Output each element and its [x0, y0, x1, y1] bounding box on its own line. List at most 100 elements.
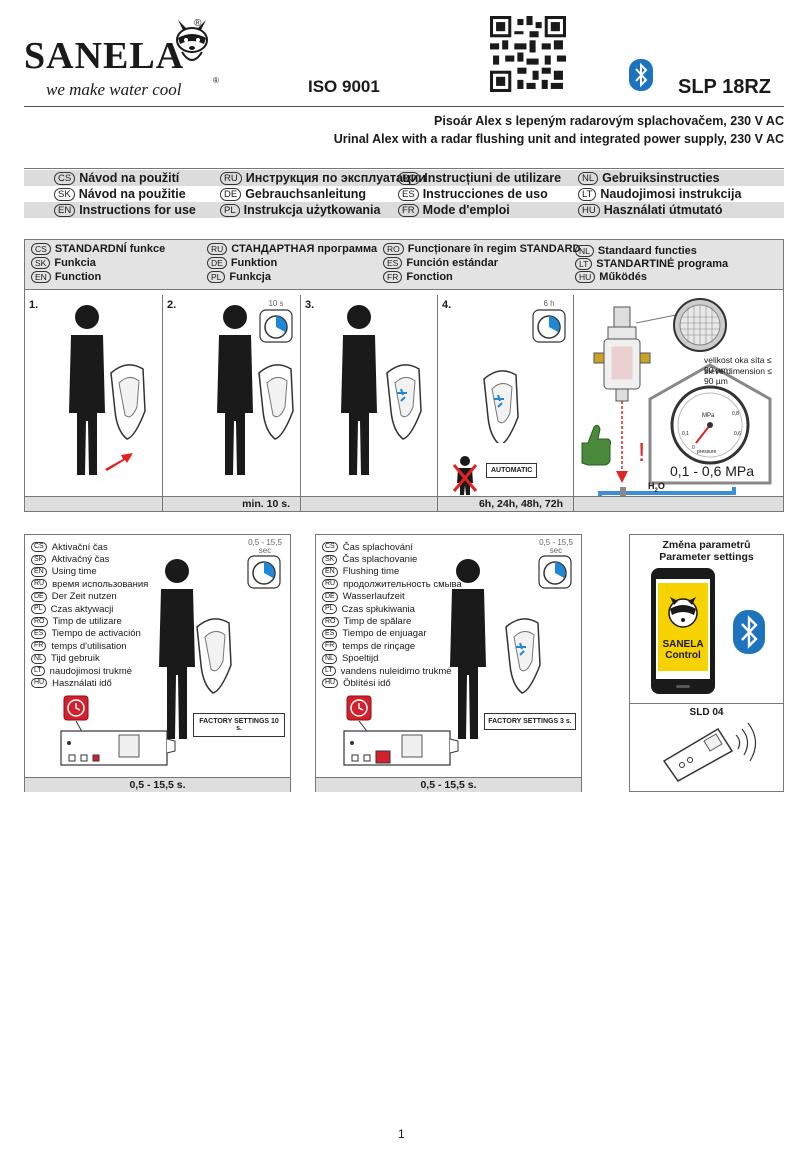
- person-approaching-icon: [69, 305, 146, 475]
- gauge-label: pressure: [697, 449, 717, 455]
- step-3: 3.: [301, 295, 438, 500]
- bluetooth-icon: [733, 610, 765, 654]
- product-title-cs: Pisoár Alex s lepeným radarovým splachov…: [434, 114, 784, 128]
- remote-control-icon[interactable]: [658, 721, 768, 783]
- water-supply-section: velikost oka síta ≤ 90 µm sieve dimensio…: [574, 295, 783, 500]
- sld-device-label: SLD 04: [689, 707, 724, 718]
- timer-icon: [538, 555, 572, 589]
- parameter-settings-panel: Změna parametrů Parameter settings SANEL…: [629, 534, 784, 792]
- registered-mark: ®: [213, 76, 219, 85]
- warning-mark: !: [638, 437, 646, 467]
- timer-label: 10 s: [268, 299, 284, 308]
- parameter-title-en: Parameter settings: [659, 551, 754, 563]
- timer-icon: [532, 309, 566, 343]
- timer-label: 0,5 - 15,5 sec: [248, 538, 282, 555]
- factory-settings-label: FACTORY SETTINGS 3 s.: [484, 713, 576, 730]
- timer-label: 6 h: [543, 299, 555, 308]
- raccoon-mascot-icon: [176, 20, 208, 61]
- qr-code-icon[interactable]: [490, 16, 566, 92]
- flushing-footer: 0,5 - 15,5 s.: [316, 777, 581, 792]
- parameter-divider: [630, 703, 783, 704]
- page-number: 1: [398, 1127, 405, 1141]
- gauge-tick: 0,8: [732, 411, 739, 417]
- smartphone-icon[interactable]: [650, 567, 716, 695]
- gauge-unit: MPa: [702, 413, 715, 419]
- gauge-tick: 0,1: [682, 431, 689, 437]
- brand-slogan: we make water cool: [46, 80, 182, 99]
- step-4: 4. 6 h AUTOMATIC: [438, 295, 574, 500]
- timer-icon: [259, 309, 293, 343]
- product-title-en: Urinal Alex with a radar flushing unit a…: [333, 132, 784, 146]
- step-number: 3.: [305, 299, 315, 311]
- gauge-tick: 0: [692, 445, 695, 451]
- person-and-flushing-urinal-icon: [450, 559, 541, 739]
- clock-button-icon: [346, 695, 372, 721]
- automatic-label: AUTOMATIC: [486, 463, 538, 478]
- timer-icon: [247, 555, 281, 589]
- step-number: 4.: [442, 299, 452, 311]
- brand-name: SANELA: [24, 35, 185, 77]
- person-using-urinal-icon: [217, 305, 294, 475]
- parameter-title-cs: Změna parametrů: [662, 539, 751, 551]
- sieve-size-cs: velikost oka síta ≤ 90 µm: [704, 355, 772, 375]
- pressure-range: 0,1 - 0,6 MPa: [670, 463, 755, 479]
- step-number: 2.: [167, 299, 177, 311]
- sanela-logo: SANELA ® we make water cool ®: [24, 14, 219, 99]
- bluetooth-icon: [629, 59, 653, 91]
- footer-cell: [25, 497, 163, 512]
- function-footer: min. 10 s. 6h, 24h, 48h, 72h: [25, 496, 783, 512]
- gauge-tick: 0,6: [734, 431, 741, 437]
- model-number: SLP 18RZ: [678, 76, 771, 98]
- step-number: 1.: [29, 299, 39, 311]
- step-2: 2. 10 s: [163, 295, 301, 500]
- footer-cell: 6h, 24h, 48h, 72h: [438, 497, 574, 512]
- water-supply-diagram: [581, 298, 772, 500]
- factory-settings-label: FACTORY SETTINGS 10 s.: [193, 713, 285, 737]
